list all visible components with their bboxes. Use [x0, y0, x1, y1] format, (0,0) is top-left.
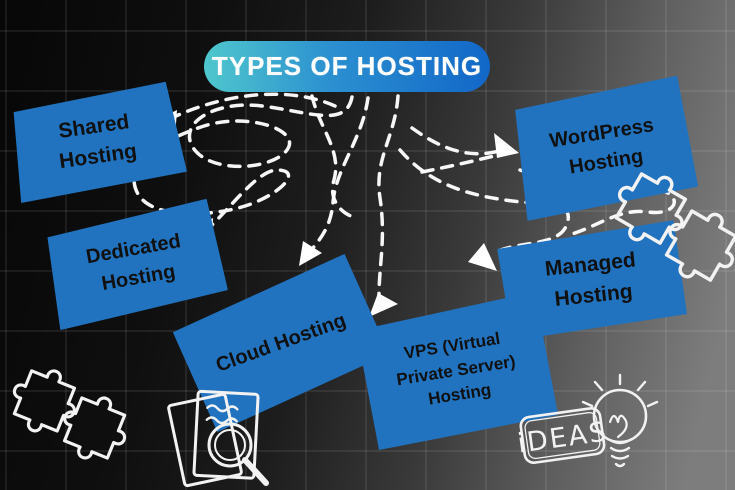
note-label: WordPress Hosting: [547, 114, 656, 179]
arrow-to-managed-icon: [468, 243, 497, 271]
note-managed-hosting: Managed Hosting: [496, 220, 688, 341]
note-label: Shared Hosting: [56, 109, 139, 174]
note-label: Managed Hosting: [543, 248, 637, 311]
ideas-sign-label: iDEAS: [516, 416, 610, 459]
arrow-to-cloud-icon: [299, 241, 322, 266]
note-label: Dedicated Hosting: [84, 230, 183, 296]
note-shared-hosting: Shared Hosting: [4, 81, 188, 204]
note-dedicated-hosting: Dedicated Hosting: [42, 198, 229, 330]
note-label: Cloud Hosting: [212, 308, 349, 377]
page-title-label: TYPES OF HOSTING: [211, 51, 483, 81]
note-wordpress-hosting: WordPress Hosting: [509, 75, 700, 221]
arrow-to-vps-icon: [369, 293, 398, 317]
lightbulb-icon: [581, 373, 659, 468]
puzzle-pieces-icon-bottom-left: [12, 369, 127, 460]
page-title: TYPES OF HOSTING: [204, 41, 490, 92]
arrow-to-wordpress-icon: [494, 133, 519, 158]
